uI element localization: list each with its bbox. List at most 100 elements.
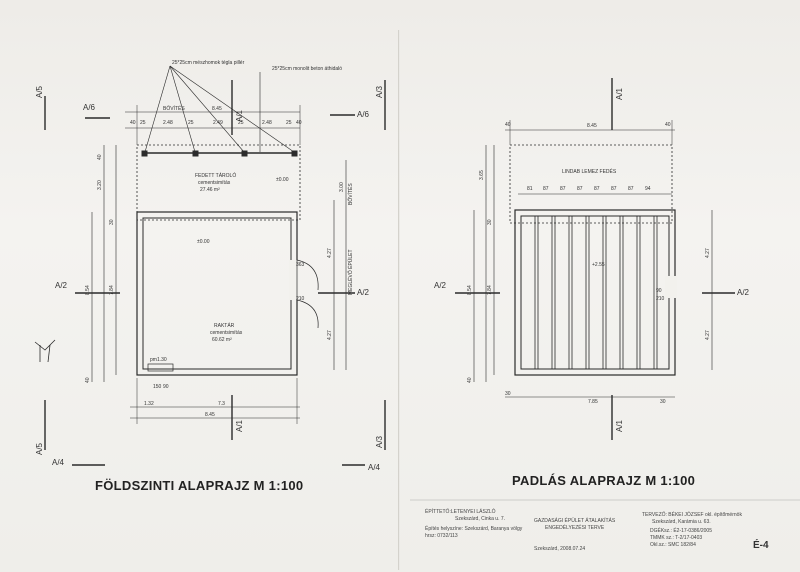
right-dim-210: 210 xyxy=(296,296,305,302)
note-beam: 25*25cm monolit beton áthidaló xyxy=(272,66,342,72)
bottom-total: 8.45 xyxy=(205,412,215,418)
label-extension: BŐVÍTÉS xyxy=(163,105,185,112)
pillar-3 xyxy=(241,150,248,157)
top-dim-7: 2.48 xyxy=(262,120,272,126)
bottom-dim-2: 7.3 xyxy=(218,401,225,407)
attic-level: +2.55 xyxy=(592,262,605,268)
attic-section-a2-right: A/2 xyxy=(737,288,750,297)
left-dim-6: 40 xyxy=(85,377,91,383)
title-block-project: GAZDASÁGI ÉPÜLET ÁTALAKÍTÁS ENGEDÉLYEZÉS… xyxy=(534,518,615,532)
section-a4-right: A/4 xyxy=(368,463,381,472)
attic-left-dim-5: 40 xyxy=(467,377,473,383)
top-dim-6: 25 xyxy=(238,120,244,126)
title-block-designer: TERVEZŐ: BÉKEI JÓZSEF okl. építőmérnök S… xyxy=(642,512,742,549)
attic-dim-210: 210 xyxy=(656,296,665,302)
site-line-1: Építés helyszíne: Szekszárd, Baranya völ… xyxy=(425,526,523,532)
attic-bottom-edge-right: 30 xyxy=(660,399,666,405)
attic-left-dim-2: 30 xyxy=(487,219,493,225)
joist-dim-5: 87 xyxy=(594,186,600,192)
joist-dim-8: 94 xyxy=(645,186,651,192)
top-dim-5: 2.49 xyxy=(213,120,223,126)
roof-outline xyxy=(509,144,673,224)
roof-label: LINDAB LEMEZ FEDÉS xyxy=(562,168,617,175)
ground-floor-title: FÖLDSZINTI ALAPRAJZ M 1:100 xyxy=(95,478,304,493)
attic-left-dim-1: 3.65 xyxy=(479,170,485,180)
attic-wall-outer xyxy=(514,209,676,376)
extension-outline xyxy=(136,144,301,221)
section-a5-bottom: A/5 xyxy=(35,442,44,455)
section-a1-top: A/1 xyxy=(235,109,244,122)
door-dim-1: 150 xyxy=(153,384,162,390)
title-block-date: Szekszárd, 2008.07.24 xyxy=(534,546,586,552)
room2-level: ±0.00 xyxy=(197,239,210,245)
designer-line-2: Szekszárd, Karámia u. 63. xyxy=(652,519,711,525)
note-pillar: 25*25cm mészhomok tégla pillér xyxy=(172,60,245,66)
attic-right-dim-1: 4.27 xyxy=(705,248,711,258)
joist-dim-6: 87 xyxy=(611,186,617,192)
room1-name: FEDETT TÁROLÓ xyxy=(195,172,236,179)
joist-dim-3: 87 xyxy=(560,186,566,192)
attic-section-a2-left: A/2 xyxy=(434,281,447,290)
left-dim-3: 30 xyxy=(109,219,115,225)
label-existing: MEGLÉVŐ ÉPÜLET xyxy=(347,249,354,295)
client-line-2: Szekszárd, Cinka u. 7. xyxy=(455,516,506,522)
bottom-dim-1: 1.32 xyxy=(144,401,154,407)
joist-dim-2: 87 xyxy=(543,186,549,192)
room1-level: ±0.00 xyxy=(276,177,289,183)
label-extension-side: BŐVÍTÉS xyxy=(347,183,354,205)
top-total: 8.45 xyxy=(212,106,222,112)
existing-wall-outer xyxy=(136,211,298,376)
section-a6-left: A/6 xyxy=(83,103,96,112)
left-dim-1: 40 xyxy=(97,154,103,160)
right-dim-1: 3.00 xyxy=(339,182,345,192)
room2-area: 60.62 m² xyxy=(212,337,232,343)
designer-line-3: DGÉKsz.: É2-17-0386/2005 xyxy=(650,528,712,534)
pillar-1 xyxy=(141,150,148,157)
attic-top-edge-right: 40 xyxy=(665,122,671,128)
joist-dim-1: 81 xyxy=(527,186,533,192)
designer-line-5: Okl.sz.: SMC 182/84 xyxy=(650,542,696,548)
site-line-2: hrsz: 0732/113 xyxy=(425,533,458,539)
project-line-1: GAZDASÁGI ÉPÜLET ÁTALAKÍTÁS xyxy=(534,518,616,524)
attic-top-dim: 8.45 xyxy=(587,123,597,129)
section-a5-top: A/5 xyxy=(35,85,44,98)
sheet-fold xyxy=(398,30,400,570)
project-line-2: ENGEDÉLYEZÉSI TERVE xyxy=(545,525,605,531)
top-dim-1: 40 xyxy=(130,120,136,126)
joist-dim-7: 87 xyxy=(628,186,634,192)
pillar-4 xyxy=(291,150,298,157)
attic-section-a1-top: A/1 xyxy=(615,87,624,100)
designer-line-1: TERVEZŐ: BÉKEI JÓZSEF okl. építőmérnök xyxy=(642,512,742,518)
client-line-1: ÉPÍTTETŐ:LETENYEI LÁSZLÓ xyxy=(425,509,496,515)
room2-name: RAKTÁR xyxy=(214,322,235,329)
left-dim-5: 7.84 xyxy=(109,285,115,295)
attic-dim-90: 90 xyxy=(656,288,662,294)
attic-bottom-edge-left: 30 xyxy=(505,391,511,397)
attic-section-a1-bottom: A/1 xyxy=(615,419,624,432)
right-dim-2: 4.27 xyxy=(327,248,333,258)
left-dim-2: 3.20 xyxy=(97,180,103,190)
room1-floor: cementsimítás xyxy=(198,180,231,186)
attic-title: PADLÁS ALAPRAJZ M 1:100 xyxy=(512,473,696,488)
attic-top-edge-left: 40 xyxy=(505,122,511,128)
attic-left-dim-3: 8.54 xyxy=(467,285,473,295)
room1-area: 27.46 m² xyxy=(200,187,220,193)
attic-left-dim-4: 7.84 xyxy=(487,285,493,295)
section-a1-bottom: A/1 xyxy=(235,419,244,432)
attic-bottom-dim: 7.85 xyxy=(588,399,598,405)
room2-floor: cementsimítás xyxy=(210,330,243,336)
section-a2-right: A/2 xyxy=(357,288,370,297)
door-dim-2: 90 xyxy=(163,384,169,390)
joist-dim-4: 87 xyxy=(577,186,583,192)
right-dim-3: 4.27 xyxy=(327,330,333,340)
section-a3-top: A/3 xyxy=(375,85,384,98)
attic-right-dim-2: 4.27 xyxy=(705,330,711,340)
existing-wall-inner xyxy=(142,217,292,370)
top-dim-3: 2.48 xyxy=(163,120,173,126)
section-a6-right: A/6 xyxy=(357,110,370,119)
top-dim-2: 25 xyxy=(140,120,146,126)
designer-line-4: TMMK sz.: T-2/17-0403 xyxy=(650,535,703,541)
top-dim-4: 25 xyxy=(188,120,194,126)
pillar-2 xyxy=(192,150,199,157)
title-block-client: ÉPÍTTETŐ:LETENYEI LÁSZLÓ Szekszárd, Cink… xyxy=(425,509,522,540)
